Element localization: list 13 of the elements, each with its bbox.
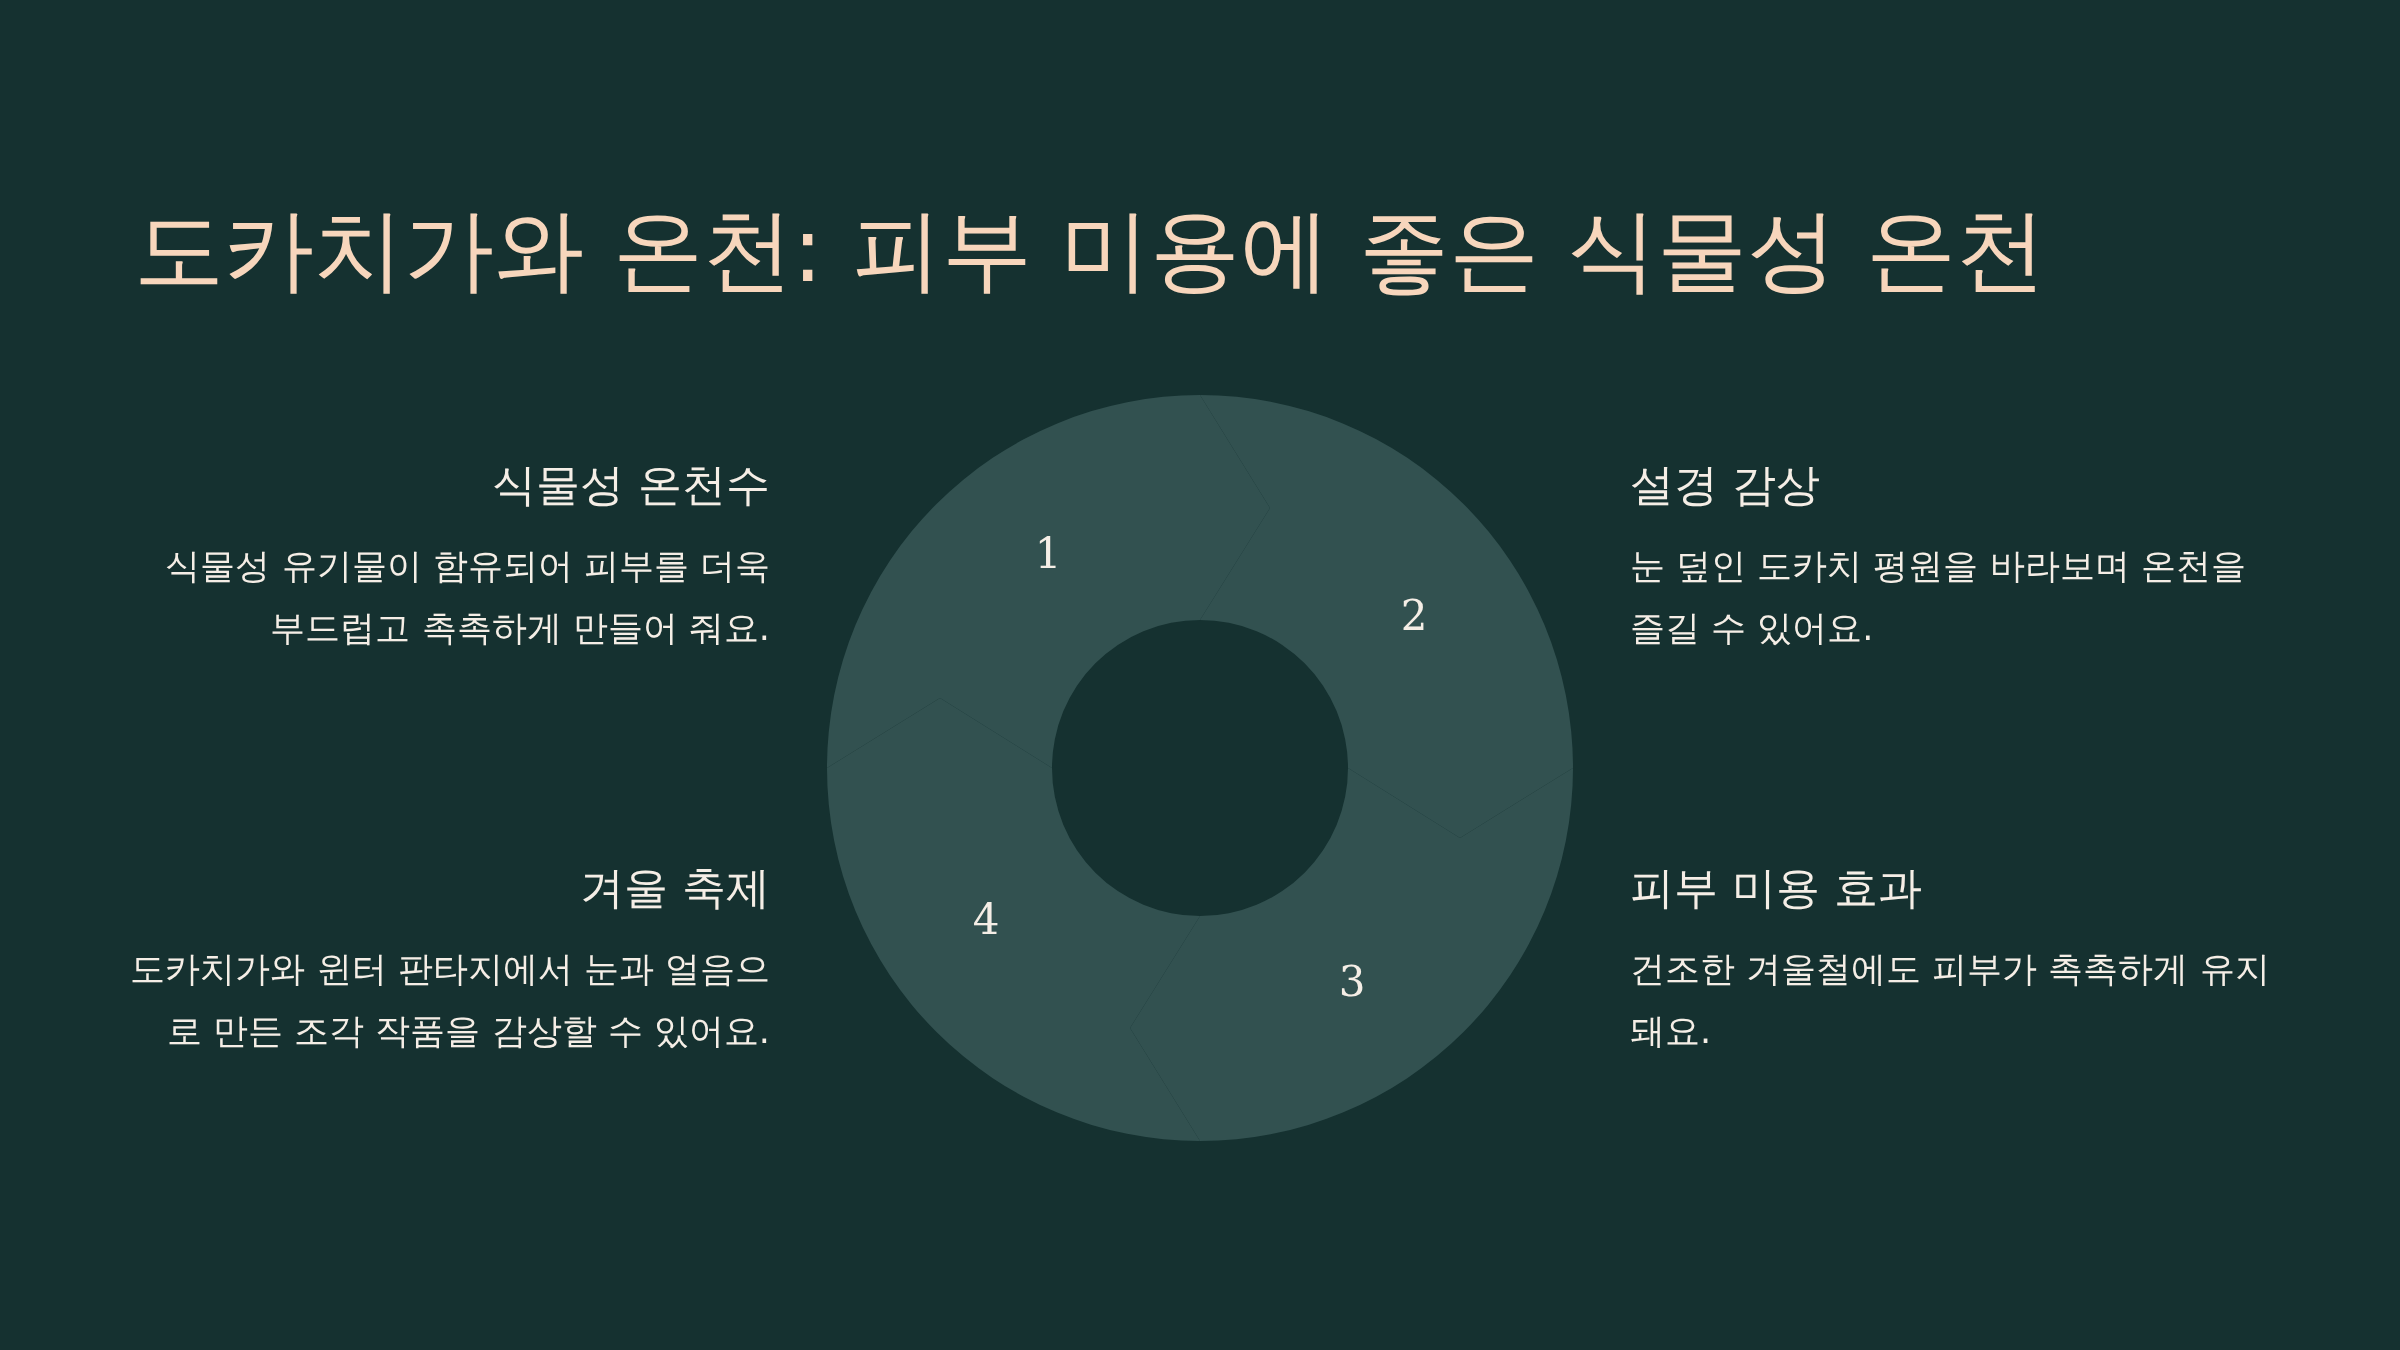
heading: 설경 감상 bbox=[1630, 458, 1821, 512]
description: 도카치가와 윈터 판타지에서 눈과 얼음으로 만든 조각 작품을 감상할 수 있어요. bbox=[129, 948, 770, 1053]
description: 건조한 겨울철에도 피부가 촉촉하게 유지돼요. bbox=[1630, 948, 2271, 1053]
title: 도카치가와 온천: 피부 미용에 좋은 식물성 온천 bbox=[134, 196, 2046, 304]
heading: 겨울 축제 bbox=[579, 861, 770, 915]
description: 식물성 유기물이 함유되어 피부를 더욱 부드럽고 촉촉하게 만들어 줘요. bbox=[164, 545, 770, 650]
step-number: 3 bbox=[1338, 957, 1366, 1007]
step-number: 2 bbox=[1400, 591, 1428, 641]
description: 눈 덮인 도카치 평원을 바라보며 온천을 즐길 수 있어요. bbox=[1630, 545, 2247, 650]
heading: 피부 미용 효과 bbox=[1630, 861, 1923, 915]
heading: 식물성 온천수 bbox=[491, 458, 770, 512]
step-number: 1 bbox=[1034, 529, 1062, 579]
step-number: 4 bbox=[972, 895, 1000, 945]
